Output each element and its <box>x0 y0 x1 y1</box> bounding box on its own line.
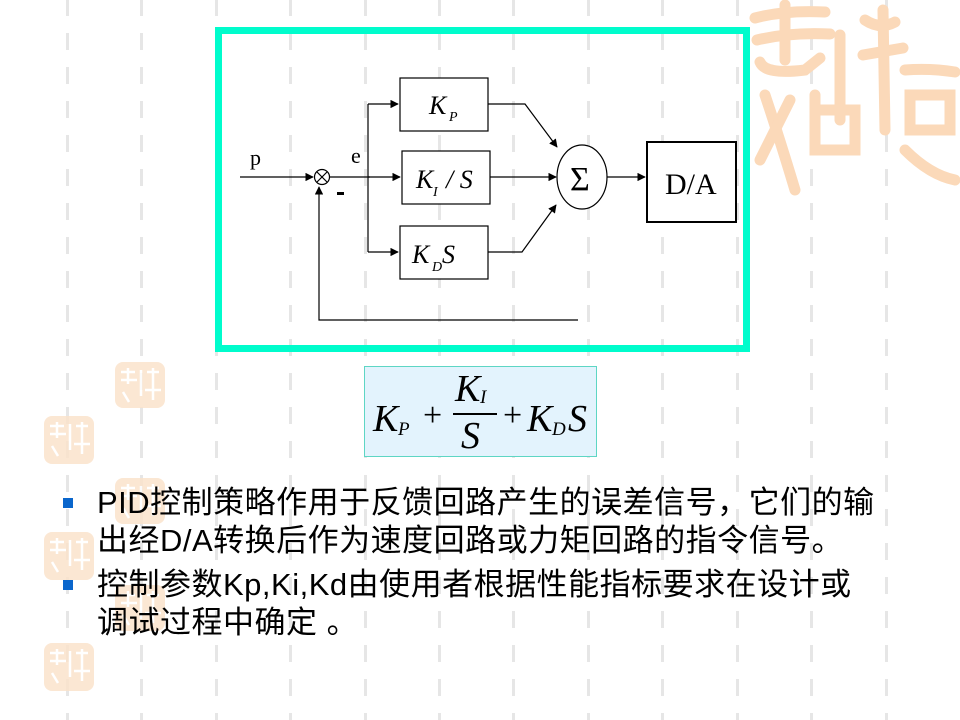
svg-text:S: S <box>442 240 455 269</box>
svg-text:K: K <box>411 240 431 269</box>
seal-watermark-icon <box>44 416 94 464</box>
svg-text:K: K <box>428 91 448 120</box>
s-term: S <box>568 398 587 440</box>
plus-sign: + <box>503 397 523 434</box>
kd-term: K <box>527 398 553 440</box>
grid-line <box>289 0 292 720</box>
grid-line <box>885 0 888 720</box>
block-kp: K P <box>428 91 458 125</box>
minus-sign <box>337 192 344 195</box>
sum-symbol: Σ <box>570 161 590 198</box>
block-ki-over-s: K I / S <box>415 165 473 200</box>
seal-watermark-icon <box>115 585 165 631</box>
seal-watermark-icon <box>115 478 165 524</box>
input-label: p <box>250 145 261 170</box>
calligraphy-watermark-icon <box>745 0 960 200</box>
grid-line <box>661 0 664 720</box>
seal-watermark-icon <box>115 362 165 408</box>
block-kd-s: K D S <box>411 240 455 275</box>
seal-watermark-icon <box>44 643 94 691</box>
da-converter-block: D/A <box>665 168 717 201</box>
pid-block-diagram <box>215 27 750 352</box>
svg-text:K: K <box>415 165 435 194</box>
plus-sign: + <box>423 397 443 434</box>
grid-line <box>66 0 69 720</box>
svg-text:D: D <box>431 260 442 275</box>
bullet-square-icon <box>63 580 73 590</box>
bullet-list: PID控制策略作用于反馈回路产生的误差信号，它们的输出经D/A转换后作为速度回路… <box>60 484 880 648</box>
grid-line <box>215 0 218 720</box>
seal-watermark-icon <box>44 532 94 580</box>
bullet-text: PID控制策略作用于反馈回路产生的误差信号，它们的输出经D/A转换后作为速度回路… <box>97 485 875 558</box>
kd-subscript: D <box>552 419 566 440</box>
grid-line <box>810 0 813 720</box>
grid-line <box>364 0 367 720</box>
grid-line <box>587 0 590 720</box>
ki-subscript: I <box>480 387 487 408</box>
fraction-bar <box>453 413 497 415</box>
bullet-square-icon <box>63 498 73 508</box>
kp-subscript: P <box>398 419 410 440</box>
s-denominator: S <box>461 415 480 457</box>
grid-line <box>736 0 739 720</box>
grid-line <box>512 0 515 720</box>
pid-transfer-function: K P + K I S + K D S <box>364 366 597 457</box>
ki-numerator: K <box>455 368 481 410</box>
bullet-item: 控制参数Kp,Ki,Kd由使用者根据性能指标要求在设计或调试过程中确定 。 <box>60 566 880 642</box>
svg-text:/ S: / S <box>444 165 473 194</box>
grid-line <box>140 0 143 720</box>
grid-line <box>438 0 441 720</box>
bullet-text: 控制参数Kp,Ki,Kd由使用者根据性能指标要求在设计或调试过程中确定 。 <box>97 567 852 640</box>
error-label: e <box>351 143 361 168</box>
svg-text:I: I <box>432 185 439 200</box>
bullet-item: PID控制策略作用于反馈回路产生的误差信号，它们的输出经D/A转换后作为速度回路… <box>60 484 880 560</box>
svg-text:P: P <box>448 110 458 125</box>
kp-term: K <box>373 398 399 440</box>
